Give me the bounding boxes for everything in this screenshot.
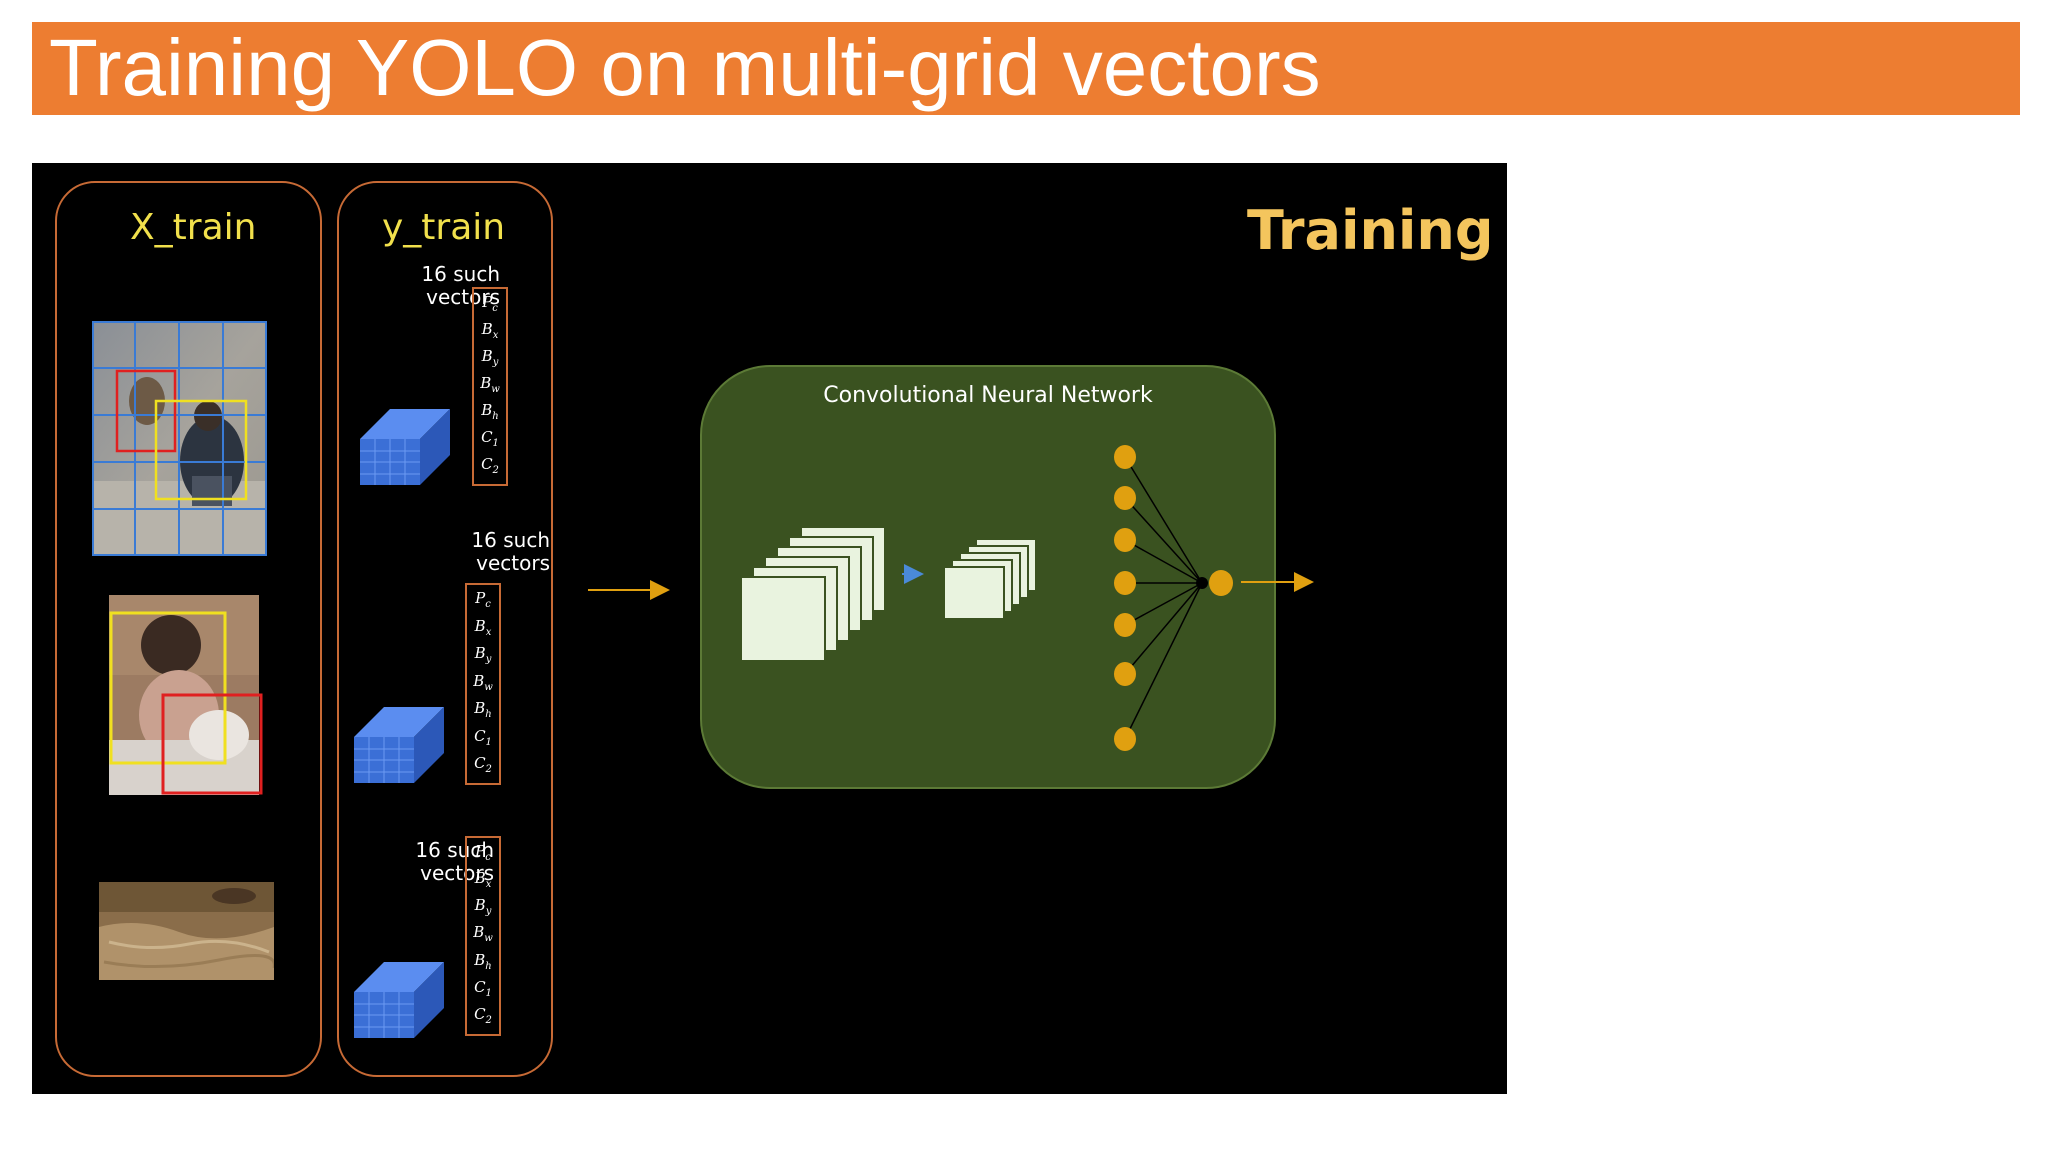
- vector-component: By: [481, 347, 499, 368]
- network-diagram-graphic: [588, 445, 1314, 751]
- vector-component: C2: [474, 1004, 492, 1026]
- neuron: [1114, 727, 1136, 751]
- vector-component: By: [474, 644, 492, 665]
- vector-component: C1: [474, 977, 492, 999]
- neuron: [1114, 613, 1136, 637]
- neuron: [1114, 662, 1136, 686]
- training-label: Training: [1247, 199, 1494, 262]
- title-banner: Training YOLO on multi-grid vectors: [32, 22, 2020, 115]
- grid-cube-icon: [360, 409, 450, 485]
- grid-cube-icon: [354, 707, 444, 783]
- vector-caption-1: 16 such vectors: [421, 262, 500, 309]
- vector-caption-2: 16 such vectors: [471, 528, 550, 575]
- vector-component: Bx: [481, 320, 499, 341]
- gridded-photo-graphic: [92, 321, 267, 556]
- training-image-gridded: [92, 321, 267, 556]
- ground-photo-graphic: [99, 882, 274, 980]
- y-train-title: y_train: [382, 207, 506, 248]
- connection-line: [1124, 582, 1203, 626]
- vector-component: Bx: [474, 869, 492, 891]
- vector-component: Pc: [475, 842, 491, 863]
- vector-component: Pc: [482, 293, 498, 314]
- feature-map-stack-icon: [740, 526, 886, 662]
- slide-title: Training YOLO on multi-grid vectors: [49, 23, 1321, 112]
- network-connections: [1124, 456, 1203, 740]
- x-train-frame: [55, 181, 322, 1077]
- vector-component: C1: [474, 726, 492, 748]
- x-train-title: X_train: [130, 207, 257, 248]
- neuron: [1114, 486, 1136, 510]
- connection-line: [1124, 582, 1203, 675]
- vector-component: Bw: [473, 923, 493, 945]
- neuron: [1114, 528, 1136, 552]
- feature-map-stack-icon: [943, 538, 1037, 620]
- neuron: [1114, 445, 1136, 469]
- neuron: [1114, 571, 1136, 595]
- vector-component: Bw: [473, 671, 493, 693]
- connection-line: [1124, 497, 1203, 584]
- vector-component: C2: [481, 455, 499, 476]
- training-image-background: [99, 882, 274, 980]
- training-image-boxes: [109, 595, 269, 795]
- feature-map: [740, 576, 826, 662]
- connection-line: [1124, 456, 1203, 584]
- vector-component: C1: [481, 428, 499, 449]
- cnn-title: Convolutional Neural Network: [823, 383, 1153, 408]
- vector-component: Bh: [474, 699, 492, 720]
- boxed-photo-graphic: [109, 595, 263, 795]
- training-diagram-panel: X_train y_train Training: [32, 163, 1507, 1094]
- vector-caption-3: 16 such vectors: [415, 838, 494, 885]
- grid-cube-icon: [354, 962, 444, 1038]
- connection-hub: [1196, 577, 1208, 589]
- vector-component: Bw: [480, 374, 500, 395]
- y-train-frame: [337, 181, 553, 1077]
- vector-component: Bh: [474, 950, 492, 972]
- connection-line: [1124, 539, 1203, 584]
- vector-component: Bh: [481, 401, 499, 422]
- connection-line: [1124, 582, 1203, 740]
- feature-map: [943, 566, 1005, 620]
- vector-component: Bx: [474, 616, 492, 638]
- vector-component: Pc: [475, 589, 491, 610]
- vector-component: C2: [474, 754, 492, 775]
- network-neurons: [1114, 445, 1233, 751]
- vector-component: By: [474, 896, 492, 918]
- output-neuron: [1209, 570, 1233, 596]
